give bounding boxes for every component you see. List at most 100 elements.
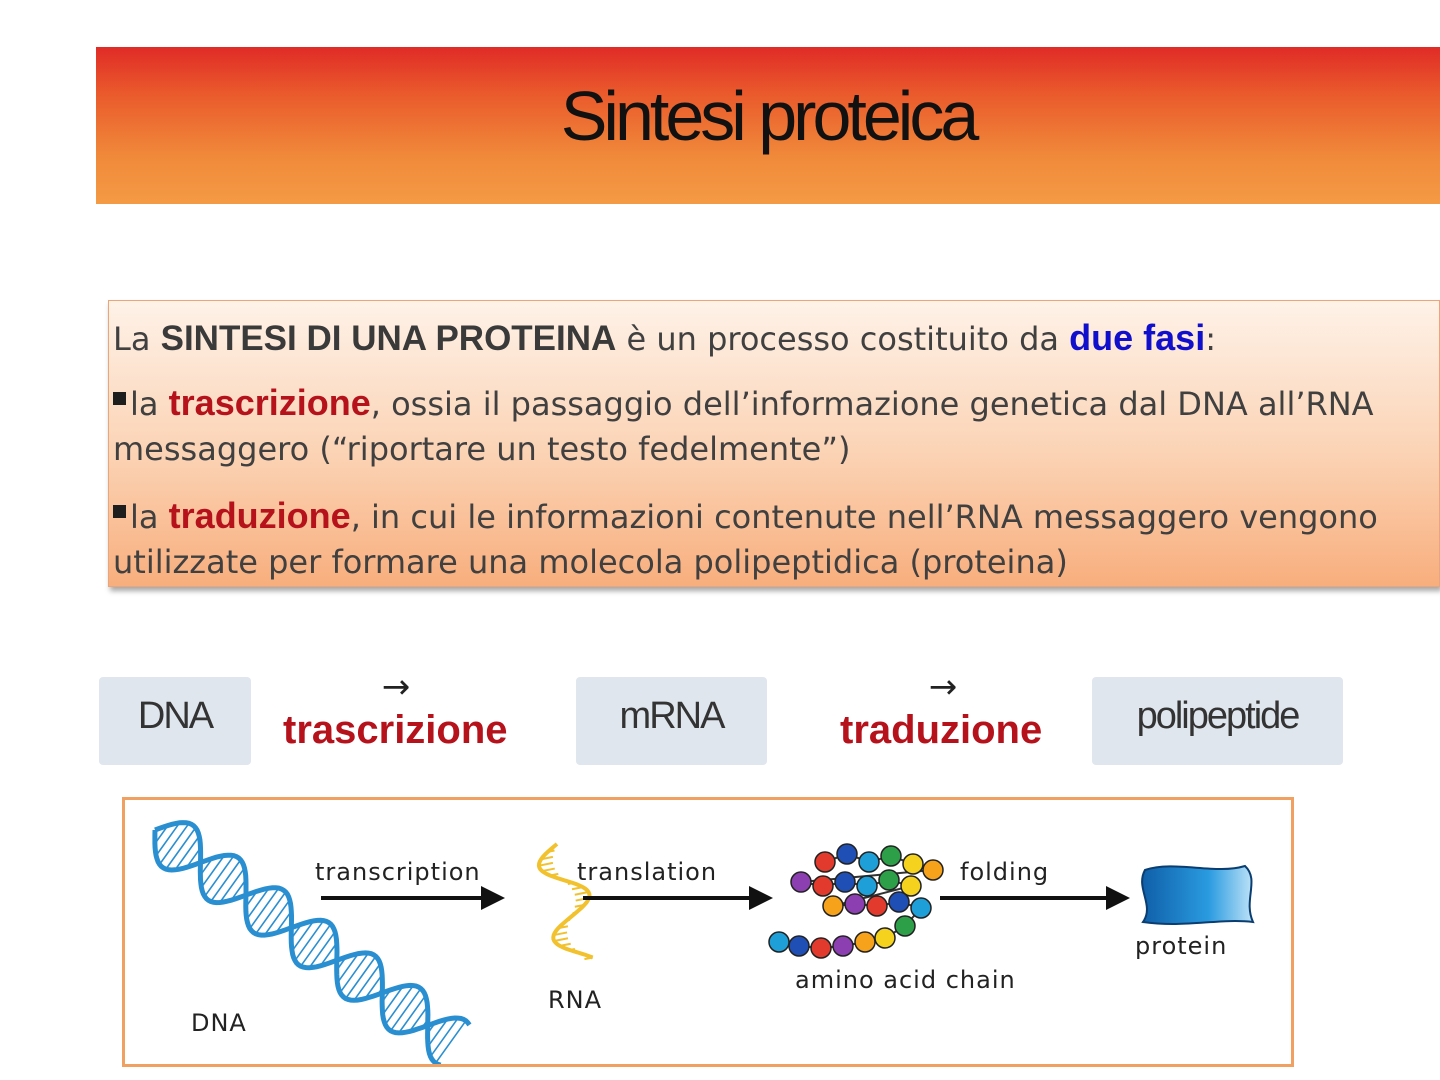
figure-label-protein: protein bbox=[1135, 932, 1227, 960]
dna-rung-icon bbox=[398, 995, 427, 1034]
flow-step-transcription: trascrizione bbox=[283, 708, 508, 752]
item-prefix: la bbox=[130, 385, 169, 423]
dna-rung-icon bbox=[364, 974, 383, 1000]
info-box: La SINTESI DI UNA PROTEINA è un processo… bbox=[108, 300, 1440, 587]
amino-acid-bead-icon bbox=[788, 935, 810, 957]
dna-rung-icon bbox=[389, 988, 422, 1032]
dna-rung-icon bbox=[219, 867, 246, 903]
dna-strand-icon bbox=[152, 829, 442, 1064]
dna-rung-icon bbox=[291, 920, 315, 952]
amino-acid-bead-icon bbox=[874, 927, 896, 949]
dna-rung-icon bbox=[319, 942, 338, 967]
dna-rung-icon bbox=[249, 887, 280, 929]
flow-box-polypeptide: polipeptide bbox=[1092, 677, 1343, 765]
intro-phases: due fasi bbox=[1069, 317, 1206, 358]
intro-suffix: : bbox=[1205, 320, 1216, 358]
item-text: , ossia il passaggio dell’informazione g… bbox=[113, 385, 1374, 468]
figure-label-rna: RNA bbox=[548, 986, 602, 1014]
intro-highlight: SINTESI DI UNA PROTEINA bbox=[160, 319, 617, 358]
dna-rung-icon bbox=[308, 931, 336, 969]
dna-rung-icon bbox=[275, 910, 292, 934]
dna-rung-icon bbox=[246, 887, 270, 920]
flow-step-translation: traduzione bbox=[840, 708, 1043, 752]
figure-label-folding: folding bbox=[960, 858, 1049, 886]
protein-synthesis-figure: DNA transcription RNA translation amino … bbox=[122, 797, 1294, 1067]
amino-acid-bead-icon bbox=[814, 851, 836, 873]
dna-rung-icon bbox=[300, 923, 332, 967]
dna-rung-icon bbox=[210, 859, 242, 902]
amino-acid-bead-icon bbox=[858, 851, 880, 873]
amino-acid-bead-icon bbox=[888, 891, 910, 913]
amino-acid-bead-icon bbox=[856, 875, 878, 897]
figure-label-transcription: transcription bbox=[315, 858, 481, 886]
rna-base-icon bbox=[538, 861, 554, 867]
amino-acid-chain-icon bbox=[768, 843, 944, 959]
amino-acid-bead-icon bbox=[922, 859, 944, 881]
flow-box-dna: DNA bbox=[99, 677, 251, 765]
flow-arrow-icon: → bbox=[928, 667, 958, 707]
dna-rung-icon bbox=[255, 891, 287, 935]
dna-rung-icon bbox=[434, 1020, 467, 1064]
transcription-arrowhead-icon bbox=[481, 886, 505, 910]
dna-rung-icon bbox=[344, 955, 377, 999]
amino-acid-bead-icon bbox=[878, 869, 900, 891]
flow-arrow-icon: → bbox=[381, 667, 411, 707]
amino-acid-bead-icon bbox=[768, 931, 790, 953]
dna-rung-icon bbox=[408, 1005, 429, 1032]
dna-rung-icon bbox=[429, 1017, 459, 1058]
amino-acid-bead-icon bbox=[854, 931, 876, 953]
dna-rung-icon bbox=[353, 963, 381, 1001]
amino-acid-bead-icon bbox=[902, 853, 924, 875]
dna-rung-icon bbox=[427, 1018, 449, 1047]
dna-rung-icon bbox=[230, 879, 247, 901]
amino-acid-bead-icon bbox=[900, 875, 922, 897]
figure-label-amino-acid-chain: amino acid chain bbox=[795, 966, 1016, 994]
bullet-square-icon bbox=[113, 505, 126, 518]
intro-middle: è un processo costituito da bbox=[616, 320, 1070, 358]
dna-rung-icon bbox=[204, 855, 235, 897]
amino-acid-bead-icon bbox=[880, 845, 902, 867]
dna-rung-icon bbox=[294, 920, 325, 962]
rna-base-icon bbox=[554, 937, 569, 942]
protein-icon bbox=[1141, 864, 1255, 925]
intro-prefix: La bbox=[113, 320, 161, 358]
figure-label-translation: translation bbox=[577, 858, 717, 886]
amino-acid-bead-icon bbox=[834, 871, 856, 893]
dna-rung-icon bbox=[200, 855, 225, 888]
phase-item-transcription: la trascrizione, ossia il passaggio dell… bbox=[113, 380, 1415, 472]
dna-rung-icon bbox=[165, 827, 197, 870]
rna-base-icon bbox=[574, 891, 589, 896]
item-term: trascrizione bbox=[168, 382, 371, 423]
dna-rung-icon bbox=[384, 985, 414, 1026]
dna-rung-icon bbox=[339, 952, 370, 994]
intro-paragraph: La SINTESI DI UNA PROTEINA è un processo… bbox=[113, 315, 1415, 362]
amino-acid-bead-icon bbox=[866, 895, 888, 917]
amino-acid-bead-icon bbox=[812, 875, 834, 897]
dna-rung-icon bbox=[382, 985, 404, 1016]
bullet-square-icon bbox=[113, 392, 126, 405]
amino-acid-bead-icon bbox=[832, 935, 854, 957]
title-bar bbox=[96, 47, 1440, 204]
amino-acid-bead-icon bbox=[790, 871, 812, 893]
dna-rung-icon bbox=[263, 899, 291, 936]
item-text: , in cui le informazioni contenute nell’… bbox=[113, 498, 1378, 581]
amino-acid-bead-icon bbox=[822, 895, 844, 917]
dna-rung-icon bbox=[336, 953, 359, 984]
figure-svg: DNA transcription RNA translation amino … bbox=[152, 820, 1255, 1064]
figure-label-dna: DNA bbox=[191, 1009, 247, 1037]
item-term: traduzione bbox=[168, 495, 351, 536]
folding-arrowhead-icon bbox=[1106, 886, 1130, 910]
dna-helix-icon bbox=[152, 820, 472, 1064]
amino-acid-bead-icon bbox=[844, 893, 866, 915]
dna-strand-icon bbox=[154, 820, 472, 1036]
amino-acid-bead-icon bbox=[836, 843, 858, 865]
amino-acid-bead-icon bbox=[810, 937, 832, 959]
item-prefix: la bbox=[130, 498, 169, 536]
amino-acid-bead-icon bbox=[894, 915, 916, 937]
dna-rung-icon bbox=[155, 822, 181, 857]
phase-item-translation: la traduzione, in cui le informazioni co… bbox=[113, 493, 1415, 585]
translation-arrowhead-icon bbox=[749, 886, 773, 910]
flow-box-mrna: mRNA bbox=[576, 677, 767, 765]
dna-rung-icon bbox=[158, 822, 190, 865]
dna-rung-icon bbox=[174, 835, 200, 871]
